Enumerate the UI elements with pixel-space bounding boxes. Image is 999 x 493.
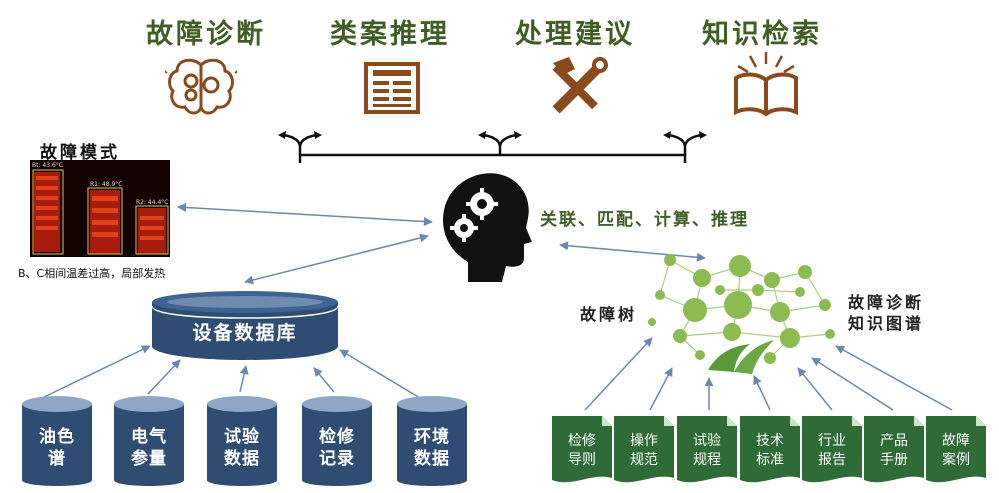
doc-fault-cases: 故障 案例 (926, 412, 986, 486)
doc-label: 产品 手册 (880, 433, 908, 468)
reading-b: Bt: 43.6°C (32, 162, 63, 169)
source-electrical-params: 电气 参量 (114, 396, 184, 488)
source-label: 电气 参量 (131, 427, 167, 469)
doc-label: 检修 导则 (568, 433, 596, 468)
source-maintenance-records: 检修 记录 (302, 396, 372, 488)
knowledge-graph-label: 故障诊断 知识图谱 (848, 293, 925, 333)
database-icon (151, 291, 339, 360)
reading-r2: R2: 44.4°C (136, 199, 168, 206)
title-case-reasoning: 类案推理 (330, 19, 450, 50)
doc-industry-report: 行业 报告 (802, 412, 862, 486)
reading-r1: R1: 48.9°C (90, 181, 122, 188)
title-knowledge-retrieval: 知识检索 (702, 19, 822, 50)
newspaper-icon (364, 62, 420, 114)
doc-label: 操作 规范 (630, 433, 658, 468)
doc-label: 故障 案例 (942, 433, 970, 468)
knowledge-graph-tree (648, 254, 835, 374)
fault-tree-label: 故障树 (580, 305, 638, 324)
tools-icon (552, 57, 608, 114)
fault-caption: B、C相间温差过高，局部发热 (18, 267, 166, 280)
brain-gears-icon (165, 58, 237, 115)
source-label: 检修 记录 (319, 427, 355, 469)
fault-mode-title: 故障模式 (40, 143, 120, 163)
doc-product-manual: 产品 手册 (864, 412, 924, 486)
doc-test-procedure: 试验 规程 (677, 412, 737, 486)
source-oil-chromatography: 油色 谱 (22, 396, 92, 488)
reasoning-text: 关联、匹配、计算、推理 (540, 210, 749, 230)
doc-label: 试验 规程 (693, 433, 721, 468)
source-environment-data: 环境 数据 (397, 396, 467, 488)
source-test-data: 试验 数据 (207, 396, 277, 488)
doc-maintenance-guide: 检修 导则 (552, 412, 612, 486)
head-gears-icon (443, 173, 532, 282)
doc-label: 技术 标准 (756, 433, 784, 468)
source-label: 油色 谱 (39, 427, 75, 469)
source-label: 试验 数据 (224, 427, 260, 469)
branch-connector (278, 131, 707, 163)
thermal-image: Bt: 43.6°C R1: 48.9°C R2: 44.4°C (30, 160, 170, 257)
database-label: 设备数据库 (192, 322, 298, 344)
doc-operation-spec: 操作 规范 (614, 412, 674, 486)
open-book-icon (734, 52, 798, 117)
title-handling-advice: 处理建议 (515, 19, 635, 50)
title-fault-diagnosis: 故障诊断 (146, 19, 266, 50)
doc-label: 行业 报告 (818, 433, 846, 468)
doc-technical-standard: 技术 标准 (740, 412, 800, 486)
source-label: 环境 数据 (414, 427, 450, 469)
